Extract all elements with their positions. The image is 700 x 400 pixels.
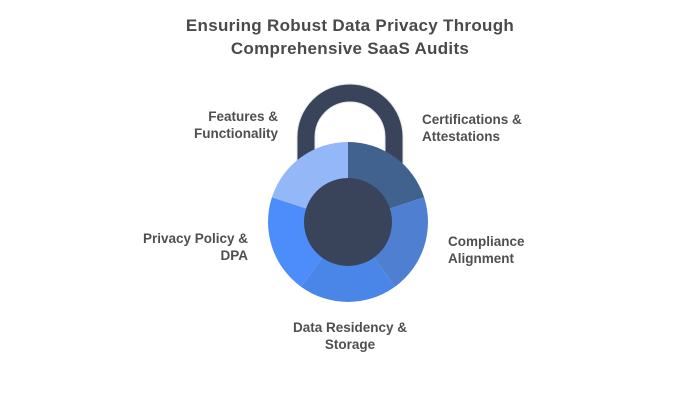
- label-compliance-alignment: Compliance Alignment: [448, 234, 525, 266]
- page-title: Ensuring Robust Data Privacy Through Com…: [185, 16, 515, 58]
- lock-center: [304, 178, 392, 266]
- label-privacy-policy-dpa: Privacy Policy & DPA: [142, 231, 248, 263]
- lock-body-segment-privacy: [268, 197, 323, 287]
- lock-body-segment-certifications: [348, 142, 425, 209]
- lock-body-segment-compliance: [373, 197, 428, 287]
- lock-body-segment-features: [271, 142, 348, 209]
- lock-shackle-icon: [296, 83, 404, 176]
- label-data-residency-storage: Data Residency & Storage: [292, 320, 408, 352]
- label-certifications-attestations: Certifications & Attestations: [422, 112, 522, 144]
- lock-body-segment-residency: [301, 257, 395, 302]
- label-features-functionality: Features & Functionality: [194, 109, 278, 141]
